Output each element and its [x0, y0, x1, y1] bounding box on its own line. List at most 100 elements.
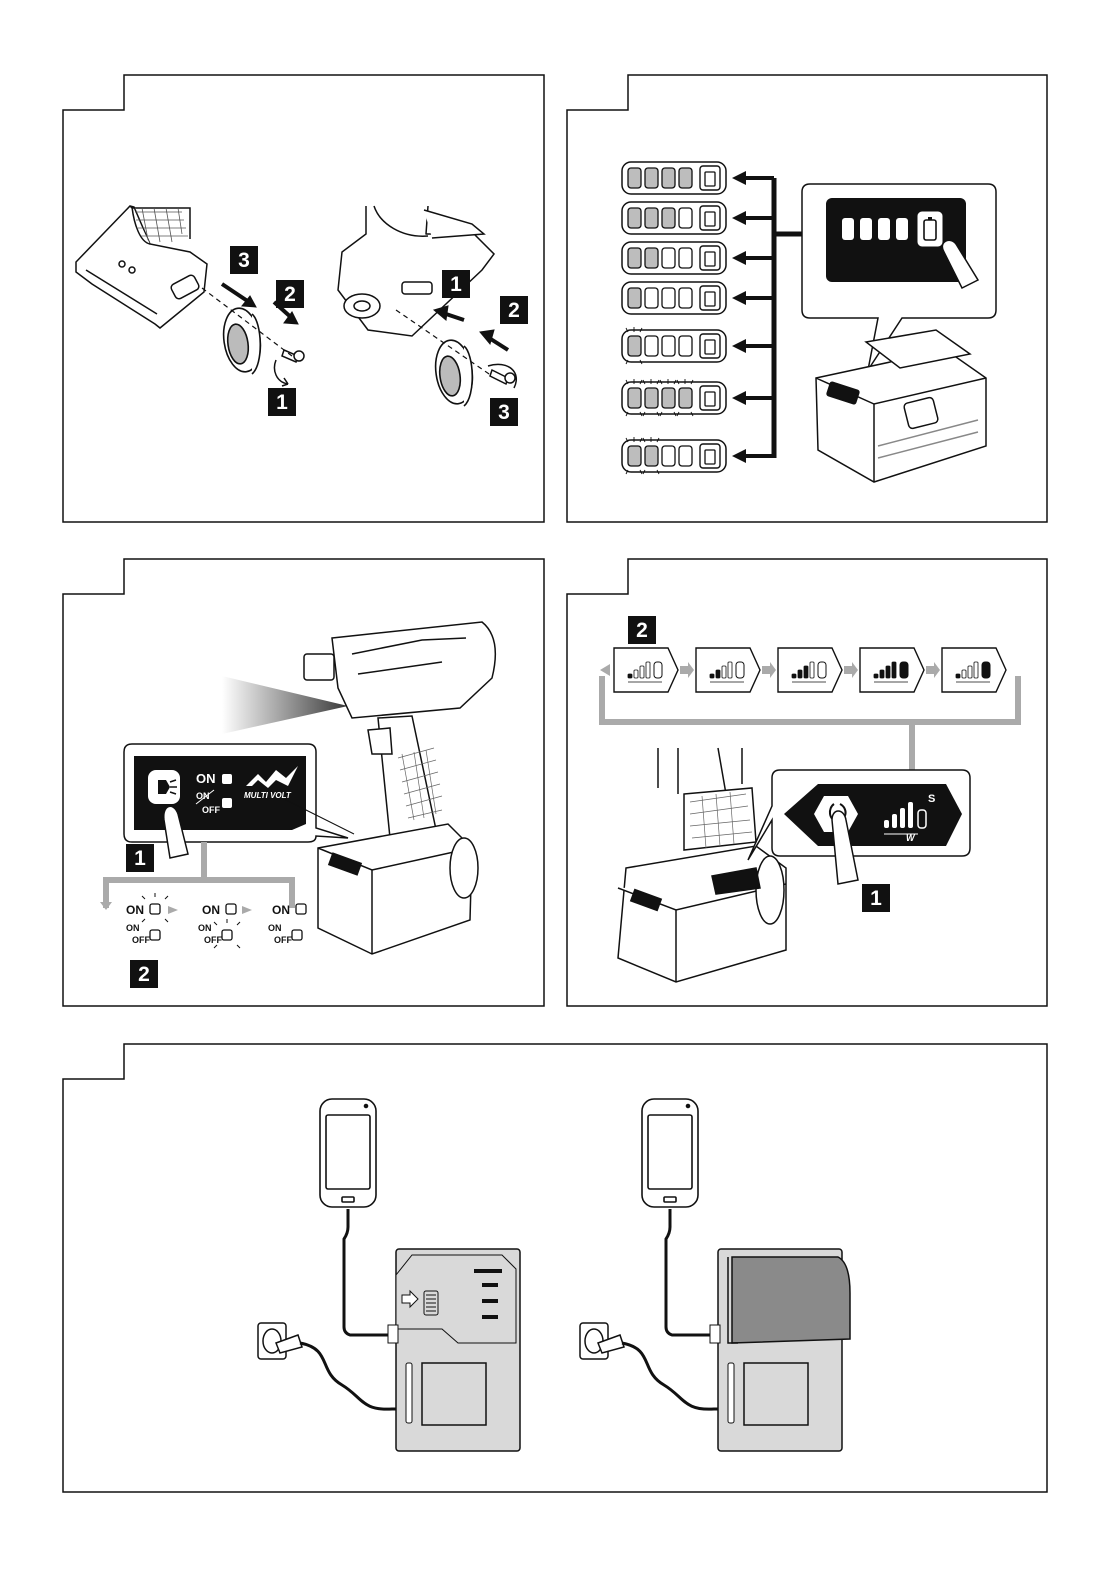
screw-icon	[275, 350, 305, 386]
gauge-segment	[628, 446, 641, 466]
gauge-segment	[645, 336, 658, 356]
step-badge: 2	[130, 960, 158, 988]
gauge-level-row	[622, 379, 774, 416]
power-cord	[300, 1343, 396, 1409]
step-badge: 1	[268, 388, 296, 416]
gauge-levels	[622, 162, 774, 474]
gauge-segment	[679, 168, 692, 188]
charger-icon	[710, 1249, 850, 1451]
sequence-arrow-icon	[762, 662, 776, 678]
gauge-segment	[628, 248, 641, 268]
panel-frame	[566, 74, 1048, 523]
gauge-segment	[645, 208, 658, 228]
mode-chip	[614, 648, 694, 692]
power-cord	[622, 1343, 718, 1409]
gauge-level-row	[622, 242, 774, 274]
gauge-segment	[645, 248, 658, 268]
usb-cable	[344, 1209, 392, 1335]
gauge-level-row	[622, 162, 774, 194]
gauge-segment	[645, 168, 658, 188]
gauge-segment	[679, 248, 692, 268]
gauge-segment	[662, 336, 675, 356]
light-icon	[148, 770, 180, 804]
gauge-segment	[628, 388, 641, 408]
mode-bar	[798, 670, 802, 678]
mode-bar	[874, 674, 878, 678]
gauge-segment	[628, 168, 641, 188]
mode-bar	[646, 662, 650, 678]
gauge-level-row	[622, 282, 774, 314]
step-badge: 3	[490, 398, 518, 426]
impact-wrench-lower	[618, 748, 786, 982]
gauge-segment	[645, 446, 658, 466]
step-badge: 3	[230, 246, 258, 274]
gauge-segment	[628, 288, 641, 308]
gauge-segment	[662, 388, 675, 408]
mode-s-label: S	[928, 794, 935, 805]
sequence-arrow-icon	[926, 662, 940, 678]
seq2-on: ON	[202, 904, 220, 916]
mode-bar	[628, 674, 632, 678]
on-label: ON	[196, 772, 216, 785]
gauge-segment	[679, 388, 692, 408]
panel-battery-gauge	[566, 74, 1048, 523]
mode-bar	[886, 666, 890, 678]
step-badge: 1	[442, 270, 470, 298]
off-small-label: OFF	[202, 806, 220, 815]
screw-icon	[488, 364, 516, 388]
step-badge: 2	[276, 280, 304, 308]
gauge-segment	[679, 446, 692, 466]
gauge-segment	[679, 208, 692, 228]
mode-chip	[942, 648, 1006, 692]
light-callout	[124, 744, 354, 858]
mode-bar	[974, 662, 978, 678]
seq1-on-small: ON	[126, 924, 140, 933]
seq2-on-small: ON	[198, 924, 212, 933]
seq3-on: ON	[272, 904, 290, 916]
seq2-off-small: OFF	[204, 936, 222, 945]
mode-chip	[778, 648, 858, 692]
gauge-segment	[662, 446, 675, 466]
mode-bar	[968, 666, 972, 678]
tool-base-right	[338, 206, 494, 336]
gauge-level-row	[622, 437, 774, 474]
gauge-segment	[645, 388, 658, 408]
mode-bar	[710, 674, 714, 678]
tool-base-left	[76, 206, 207, 328]
gauge-level-row	[622, 202, 774, 234]
step-badge: 2	[500, 296, 528, 324]
seq1-off-small: OFF	[132, 936, 150, 945]
panel-mode: S W 2 1	[566, 558, 1048, 1007]
mode-bar	[792, 674, 796, 678]
mode-bar	[640, 666, 644, 678]
smartphone-icon	[642, 1099, 698, 1207]
panel-ring-fitting: 3 2 1 1 2 3	[62, 74, 545, 523]
seq1-on: ON	[126, 904, 144, 916]
sequence-arrow-icon	[680, 662, 694, 678]
gauge-segment	[679, 288, 692, 308]
seq3-on-small: ON	[268, 924, 282, 933]
loop-arrow-icon	[600, 664, 610, 676]
gauge-segment	[679, 336, 692, 356]
grip-ring-icon	[220, 306, 265, 374]
panel-frame	[62, 1043, 1048, 1493]
mode-chip	[860, 648, 940, 692]
step-badge: 1	[862, 884, 890, 912]
usb-cable	[666, 1209, 714, 1335]
wall-socket-icon	[580, 1323, 624, 1359]
mode-bar	[634, 670, 638, 678]
battery-pack	[816, 330, 986, 482]
step-badge: 1	[126, 844, 154, 872]
gauge-segment	[662, 288, 675, 308]
panel-light: ON ON OFF MULTI VOLT ON ON OFF ON ON OFF…	[62, 558, 545, 1007]
grip-ring-icon	[432, 338, 477, 406]
charger-icon	[388, 1249, 520, 1451]
brand-label: MULTI VOLT	[244, 792, 291, 800]
battery-icon	[732, 1257, 850, 1343]
mode-chip	[696, 648, 776, 692]
mode-bar	[880, 670, 884, 678]
gauge-segment	[645, 288, 658, 308]
step-badge: 2	[628, 616, 656, 644]
mode-bar	[716, 670, 720, 678]
gauge-segment	[662, 248, 675, 268]
